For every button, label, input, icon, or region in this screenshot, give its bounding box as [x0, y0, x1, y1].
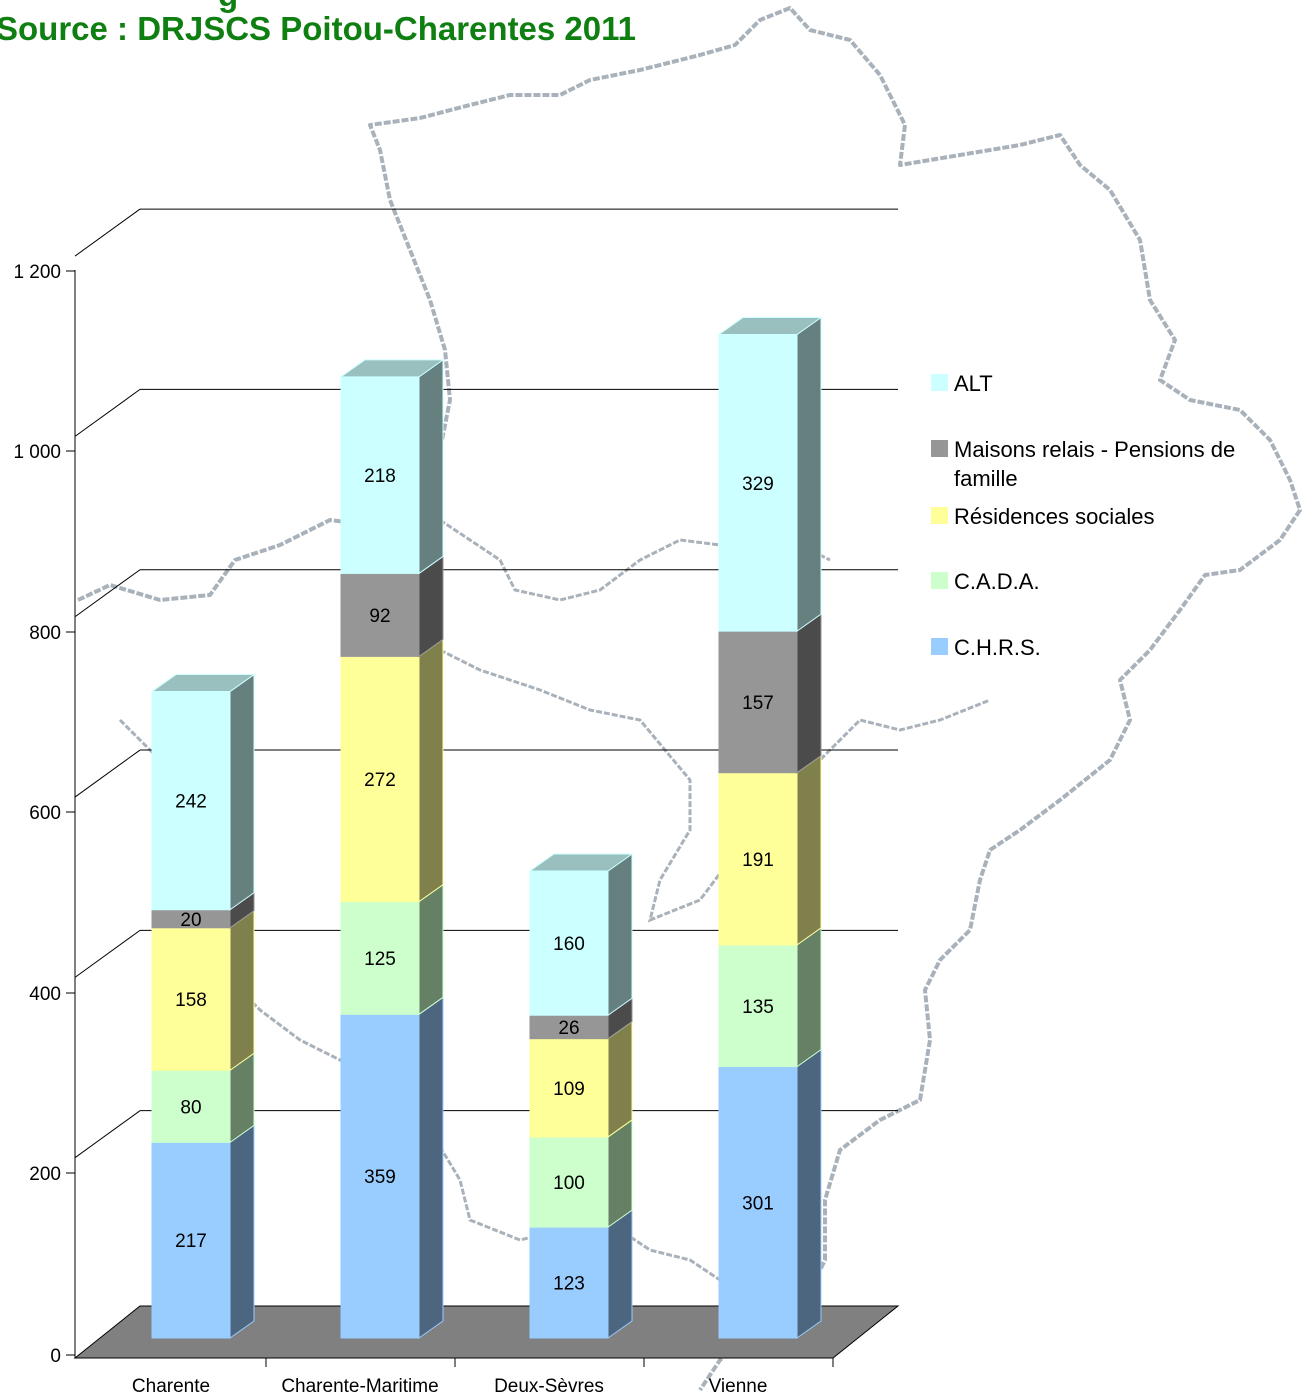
- data-label: 158: [175, 990, 207, 1011]
- bar-segment: [529, 870, 609, 1016]
- bar-segment-side: [796, 613, 822, 774]
- legend-label: Maisons relais - Pensions de: [954, 437, 1235, 462]
- bar-stack: 123 100 109 26 160: [528, 853, 634, 1339]
- bar-segment: [340, 655, 420, 903]
- bar-segment-side: [229, 909, 255, 1072]
- data-label: 242: [175, 792, 207, 813]
- bar-stack: 301 135 191 157 329: [717, 316, 823, 1339]
- data-label: 92: [369, 606, 390, 627]
- y-tick-label: 0: [50, 1346, 61, 1367]
- bars: 217 80 158 20 242 359 125 272 92 218 123 100 109 26 16…: [150, 316, 823, 1339]
- bar-segment: [529, 1136, 609, 1228]
- bar-segment-side: [796, 316, 822, 633]
- gridline-diagonal: [74, 208, 141, 257]
- bar-segment-side: [229, 1124, 255, 1339]
- bar-top: [717, 317, 823, 336]
- bar-segment: [340, 572, 420, 657]
- x-tick-label: Charente: [132, 1376, 210, 1397]
- y-tick-label: 600: [29, 803, 61, 824]
- data-label: 100: [553, 1173, 585, 1194]
- legend-label: Résidences sociales: [954, 504, 1155, 529]
- data-label: 80: [180, 1097, 201, 1118]
- legend-swatch: [931, 507, 948, 524]
- y-tick-label: 800: [29, 623, 61, 644]
- legend-swatch: [931, 374, 948, 391]
- data-label: 123: [553, 1274, 585, 1295]
- data-label: 191: [742, 850, 774, 871]
- data-label: 218: [364, 466, 396, 487]
- gridline-diagonal: [74, 929, 141, 978]
- legend-label: ALT: [954, 371, 993, 396]
- gridline-diagonal: [74, 1110, 141, 1159]
- legend-label: C.H.R.S.: [954, 635, 1041, 660]
- gridline-diagonal: [74, 388, 141, 437]
- data-label: 160: [553, 934, 585, 955]
- data-label: 135: [742, 997, 774, 1018]
- bar-segment-side: [607, 853, 633, 1017]
- y-tick-label: 400: [29, 984, 61, 1005]
- bar-segment: [340, 1013, 420, 1339]
- bar-segment-side: [418, 638, 444, 903]
- legend-swatch: [931, 638, 948, 655]
- bar-segment-side: [796, 926, 822, 1068]
- legend-swatch: [931, 572, 948, 589]
- data-label: 26: [558, 1018, 579, 1039]
- bar-segment: [340, 901, 420, 1015]
- bar-segment: [718, 630, 798, 774]
- legend-label: C.A.D.A.: [954, 569, 1040, 594]
- bar-stack: 217 80 158 20 242: [150, 673, 256, 1339]
- legend: ALT Maisons relais - Pensions de familleRé…: [931, 371, 1235, 660]
- legend-label-cont: famille: [954, 466, 1018, 491]
- bar-segment-side: [418, 996, 444, 1339]
- legend-swatch: [931, 440, 948, 457]
- region-outline: [77, 6, 1302, 1392]
- bar-segment-side: [607, 1118, 633, 1229]
- bar-segment-side: [796, 1048, 822, 1339]
- y-tick-label: 200: [29, 1164, 61, 1185]
- bar-segment-side: [418, 883, 444, 1016]
- bar-top: [528, 853, 634, 872]
- bar-segment: [151, 927, 231, 1071]
- data-label: 217: [175, 1231, 207, 1252]
- chart-title: Source : DRJSCS Poitou-Charentes 2011: [0, 10, 637, 47]
- data-label: 109: [553, 1079, 585, 1100]
- bar-segment: [529, 1038, 609, 1138]
- data-label: 359: [364, 1167, 396, 1188]
- y-tick-label: 1 000: [13, 442, 61, 463]
- data-label: 272: [364, 770, 396, 791]
- bar-segment: [151, 1141, 231, 1339]
- bar-segment-side: [607, 1209, 633, 1339]
- bar-stack: 359 125 272 92 218: [339, 358, 445, 1339]
- gridline-diagonal: [74, 749, 141, 798]
- data-label: 125: [364, 949, 396, 970]
- data-label: 157: [742, 693, 774, 714]
- bar-top: [339, 359, 445, 378]
- chart-title-fragment: g: [218, 0, 238, 11]
- y-tick-label: 1 200: [13, 262, 61, 283]
- bar-segment-side: [796, 754, 822, 946]
- bar-segment-side: [418, 358, 444, 575]
- background-map: [77, 6, 1302, 1392]
- data-label: 301: [742, 1193, 774, 1214]
- x-tick-label: Vienne: [709, 1376, 768, 1397]
- bar-segment: [529, 1226, 609, 1339]
- x-tick-label: Charente-Maritime: [281, 1376, 438, 1397]
- bar-segment-side: [607, 1020, 633, 1138]
- data-label: 329: [742, 474, 774, 495]
- gridline-diagonal: [74, 569, 141, 618]
- bar-segment-side: [229, 673, 255, 911]
- bar-segment: [151, 691, 231, 911]
- bar-segment: [718, 1066, 798, 1339]
- bar-top: [150, 674, 256, 693]
- bar-segment: [340, 376, 420, 574]
- department-border: [439, 648, 991, 923]
- data-label: 20: [180, 910, 201, 931]
- bar-segment: [151, 1069, 231, 1143]
- x-tick-label: Deux-Sèvres: [494, 1376, 604, 1397]
